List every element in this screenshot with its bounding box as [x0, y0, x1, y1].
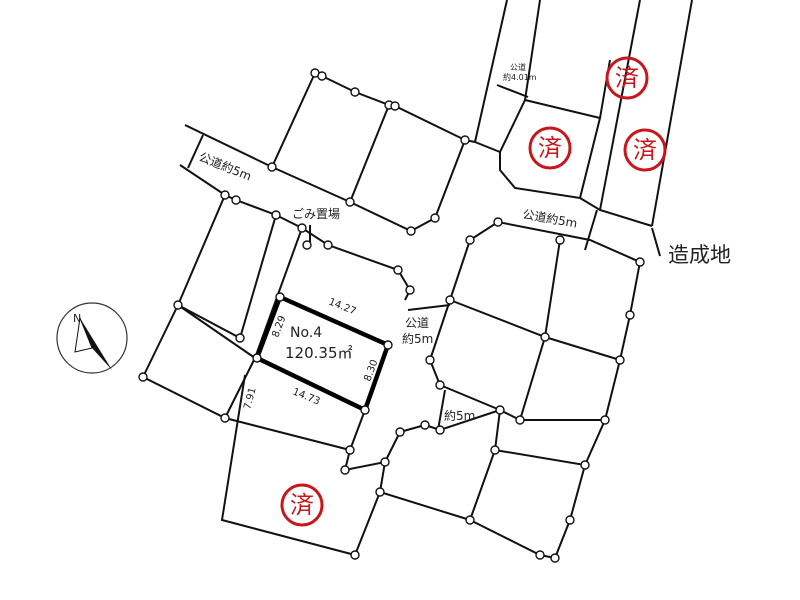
- boundary-marker: [138, 372, 148, 382]
- boundary-marker: [380, 457, 390, 467]
- boundary-marker: [375, 487, 385, 497]
- boundary-marker: [465, 235, 475, 245]
- boundary-marker: [406, 226, 416, 236]
- boundary-marker: [435, 425, 445, 435]
- road-label-middle: 公道: [405, 316, 429, 330]
- boundary-marker: [465, 515, 475, 525]
- sold-stamp: 済: [280, 483, 324, 527]
- boundary-marker: [535, 550, 545, 560]
- boundary-marker: [393, 265, 403, 275]
- boundary-marker: [317, 71, 327, 81]
- boundary-marker: [460, 135, 470, 145]
- dim-lower-left: 7.91: [242, 386, 258, 410]
- boundary-marker: [515, 415, 525, 425]
- north-compass-icon: N: [56, 302, 128, 374]
- boundary-marker: [267, 162, 277, 172]
- boundary-marker: [395, 427, 405, 437]
- boundary-marker: [555, 235, 565, 245]
- boundary-marker: [231, 195, 241, 205]
- boundary-marker: [600, 415, 610, 425]
- svg-text:済: 済: [633, 136, 657, 164]
- boundary-marker: [345, 445, 355, 455]
- boundary-marker: [360, 405, 370, 415]
- boundary-marker: [540, 332, 550, 342]
- lot-area: 120.35㎡: [285, 344, 353, 362]
- boundary-marker: [220, 413, 230, 423]
- development-label: 造成地: [668, 243, 731, 267]
- sold-stamp: 済: [623, 128, 667, 172]
- lot-boundaries: [141, 0, 693, 560]
- boundary-marker: [435, 380, 445, 390]
- boundary-marker: [495, 405, 505, 415]
- boundary-marker: [297, 223, 307, 233]
- road-label-lower: 約5m: [444, 408, 475, 423]
- boundary-marker: [345, 197, 355, 207]
- sold-stamp: 済: [528, 126, 572, 170]
- boundary-marker: [430, 213, 440, 223]
- boundary-marker: [635, 257, 645, 267]
- dim-top: 14.27: [327, 297, 358, 318]
- boundary-markers: [138, 68, 645, 563]
- svg-text:済: 済: [290, 491, 314, 519]
- boundary-marker: [252, 353, 262, 363]
- garbage-area-label: ごみ置場: [292, 206, 340, 221]
- boundary-marker: [550, 553, 560, 563]
- boundary-marker: [445, 295, 455, 305]
- boundary-marker: [350, 87, 360, 97]
- boundary-marker: [405, 285, 415, 295]
- boundary-marker: [493, 217, 503, 227]
- road-width-top: 約4.01m: [503, 72, 537, 82]
- road-label-right: 公道約5m: [521, 206, 578, 230]
- svg-text:済: 済: [615, 64, 639, 92]
- boundary-marker: [323, 240, 333, 250]
- boundary-marker: [565, 515, 575, 525]
- boundary-marker: [173, 300, 183, 310]
- dim-bottom: 14.73: [291, 387, 322, 408]
- boundary-marker: [275, 292, 285, 302]
- boundary-marker: [390, 101, 400, 111]
- boundary-marker: [580, 460, 590, 470]
- boundary-marker: [271, 210, 281, 220]
- road-label-top: 公道: [510, 62, 526, 72]
- boundary-marker: [302, 240, 312, 250]
- svg-text:N: N: [73, 312, 81, 325]
- svg-text:済: 済: [538, 134, 562, 162]
- boundary-marker: [383, 340, 393, 350]
- boundary-marker: [220, 190, 230, 200]
- boundary-marker: [420, 420, 430, 430]
- road-width-middle: 約5m: [402, 331, 433, 346]
- boundary-marker: [350, 550, 360, 560]
- sold-stamp: 済: [605, 56, 649, 100]
- boundary-marker: [625, 310, 635, 320]
- boundary-marker: [615, 355, 625, 365]
- boundary-marker: [340, 465, 350, 475]
- boundary-marker: [235, 333, 245, 343]
- lot-number: No.4: [290, 325, 322, 341]
- boundary-marker: [425, 355, 435, 365]
- boundary-marker: [490, 445, 500, 455]
